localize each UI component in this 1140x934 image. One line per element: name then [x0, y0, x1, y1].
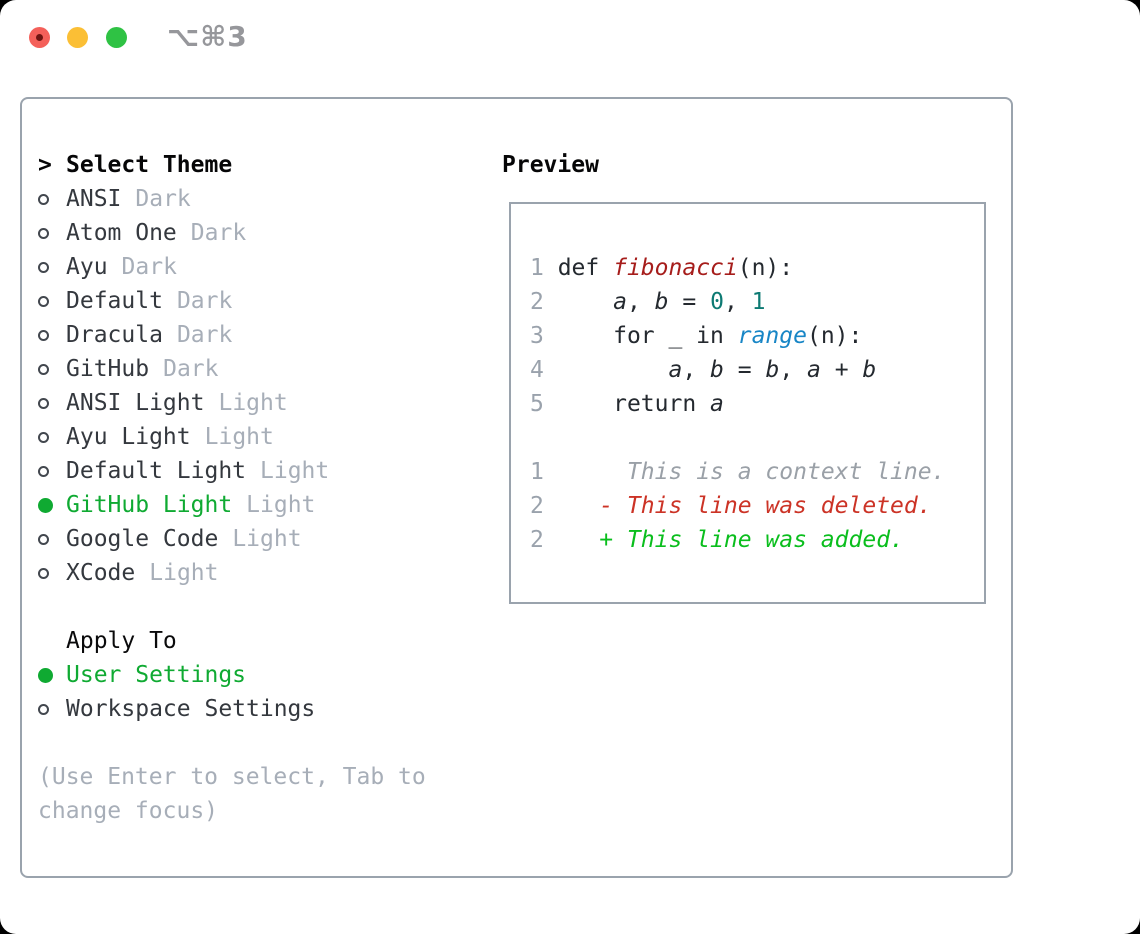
zoom-icon[interactable]	[106, 27, 127, 48]
hint-line-1: (Use Enter to select, Tab to	[38, 764, 426, 790]
radio-unselected-icon	[38, 431, 66, 443]
theme-option-ayu-light[interactable]: Ayu Light Light	[38, 420, 502, 454]
radio-unselected-icon	[38, 227, 66, 239]
close-icon[interactable]	[29, 27, 50, 48]
theme-picker-panel: > Select Theme ANSI Dark Atom One Dark A…	[20, 97, 1013, 878]
theme-option-github-light[interactable]: GitHub Light Light	[38, 488, 502, 522]
preview-line: 2 - This line was deleted.	[530, 493, 932, 519]
apply-option-user-settings[interactable]: User Settings	[38, 658, 502, 692]
radio-unselected-icon	[38, 261, 66, 273]
apply-to-header: Apply To	[66, 628, 177, 654]
preview-line: 5 return a	[530, 391, 724, 417]
selection-caret-icon: >	[38, 152, 52, 178]
radio-unselected-icon	[38, 567, 66, 579]
page-title: Select Theme	[66, 152, 233, 178]
theme-option-ansi-dark[interactable]: ANSI Dark	[38, 182, 502, 216]
radio-unselected-icon	[38, 295, 66, 307]
preview-line: 4 a, b = b, a + b	[530, 357, 877, 383]
close-dot-icon	[36, 34, 43, 41]
minimize-icon[interactable]	[67, 27, 88, 48]
radio-unselected-icon	[38, 329, 66, 341]
radio-unselected-icon	[38, 703, 66, 715]
preview-line	[530, 421, 984, 455]
preview-line: 1 This is a context line.	[530, 459, 946, 485]
radio-selected-icon	[38, 497, 66, 513]
theme-option-atom-one-dark[interactable]: Atom One Dark	[38, 216, 502, 250]
hint-line-2: change focus)	[38, 798, 219, 824]
radio-selected-icon	[38, 667, 66, 683]
preview-line: 2 + This line was added.	[530, 527, 904, 553]
preview-column: Preview 1 def fibonacci(n): 2 a, b = 0, …	[502, 148, 1011, 876]
theme-option-default-light[interactable]: Default Light Light	[38, 454, 502, 488]
radio-unselected-icon	[38, 533, 66, 545]
preview-line: 1 def fibonacci(n):	[530, 255, 794, 281]
radio-unselected-icon	[38, 397, 66, 409]
radio-unselected-icon	[38, 363, 66, 375]
theme-option-default-dark[interactable]: Default Dark	[38, 284, 502, 318]
theme-option-google-code-light[interactable]: Google Code Light	[38, 522, 502, 556]
preview-line: 2 a, b = 0, 1	[530, 289, 766, 315]
divider	[38, 726, 502, 760]
radio-unselected-icon	[38, 193, 66, 205]
theme-option-dracula-dark[interactable]: Dracula Dark	[38, 318, 502, 352]
preview-code-box: 1 def fibonacci(n): 2 a, b = 0, 1 3 for …	[509, 202, 986, 604]
preview-line: 3 for _ in range(n):	[530, 323, 863, 349]
theme-option-github-dark[interactable]: GitHub Dark	[38, 352, 502, 386]
title-bar: ⌥⌘3	[0, 0, 1140, 80]
apply-option-workspace-settings[interactable]: Workspace Settings	[38, 692, 502, 726]
preview-title: Preview	[502, 152, 599, 178]
window-shortcut-label: ⌥⌘3	[167, 20, 248, 53]
select-theme-header: > Select Theme	[38, 148, 502, 182]
divider	[38, 590, 502, 624]
radio-unselected-icon	[38, 465, 66, 477]
theme-option-ayu-dark[interactable]: Ayu Dark	[38, 250, 502, 284]
theme-option-ansi-light[interactable]: ANSI Light Light	[38, 386, 502, 420]
theme-list: > Select Theme ANSI Dark Atom One Dark A…	[38, 148, 502, 876]
theme-option-xcode-light[interactable]: XCode Light	[38, 556, 502, 590]
